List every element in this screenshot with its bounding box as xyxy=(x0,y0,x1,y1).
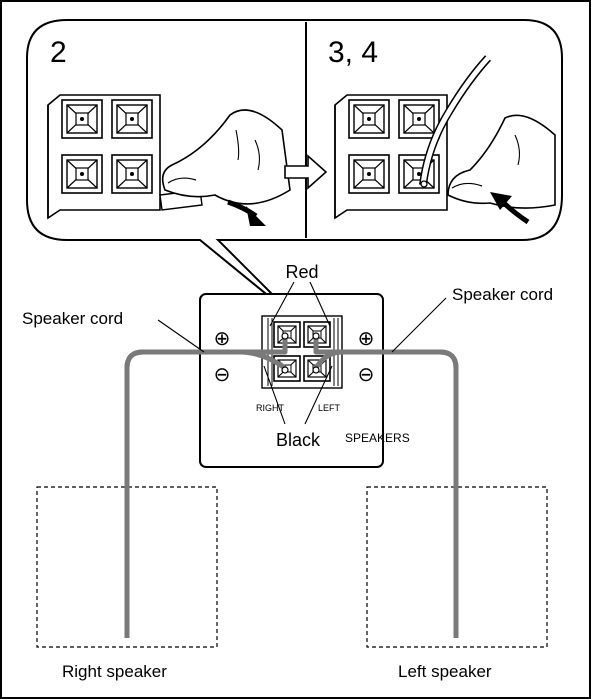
leader-lines xyxy=(157,281,447,425)
right-minus-symbol: ⊖ xyxy=(214,364,231,386)
right-speaker-label: Right speaker xyxy=(62,662,167,681)
speaker-cord-label-right: Speaker cord xyxy=(22,309,123,328)
step-3-4-illustration xyxy=(334,55,556,225)
right-speaker-box xyxy=(36,486,218,648)
left-speaker-box xyxy=(366,486,548,648)
right-speaker-cord-minus xyxy=(124,349,287,638)
speakers-label: SPEAKERS xyxy=(345,431,410,445)
step-3-4-label: 3, 4 xyxy=(328,36,378,69)
left-plus-symbol: ⊕ xyxy=(358,328,375,350)
speaker-cords xyxy=(124,334,459,638)
next-step-arrow-icon xyxy=(284,154,328,190)
red-label: Red xyxy=(285,262,318,282)
left-minus-symbol: ⊖ xyxy=(358,364,375,386)
black-label: Black xyxy=(276,430,321,450)
left-speaker-label: Left speaker xyxy=(398,662,492,681)
right-plus-symbol: ⊕ xyxy=(214,328,231,350)
speaker-cord-label-left: Speaker cord xyxy=(452,285,553,304)
step-2-illustration xyxy=(47,94,291,226)
right-channel-label: RIGHT xyxy=(256,403,285,413)
left-speaker-cord-minus xyxy=(313,349,459,638)
left-channel-label: LEFT xyxy=(318,403,341,413)
step-2-label: 2 xyxy=(50,36,67,69)
